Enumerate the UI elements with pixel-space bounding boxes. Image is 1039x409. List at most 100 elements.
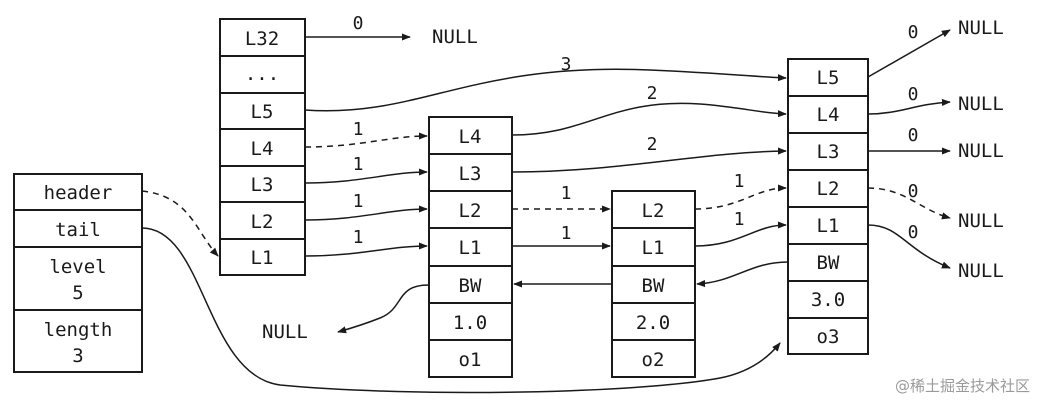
span-label-header-l1: 1 — [353, 227, 364, 248]
span-label-o3-l5: 0 — [908, 22, 919, 43]
header-level-l2 — [219, 201, 306, 240]
node-o2-score-label: 2.0 — [636, 312, 670, 334]
node-o2: L2 L1 BW 2.0 o2 — [611, 190, 696, 378]
null-header-l32: NULL — [432, 26, 478, 48]
node-o1-level-l1-label: L1 — [459, 237, 482, 259]
header-level-l3-label: L3 — [251, 174, 274, 196]
node-o1: L4 L3 L2 L1 BW 1.0 o1 — [428, 116, 513, 378]
node-o3-l5-forward-arrow — [867, 29, 951, 78]
node-o3-score — [787, 280, 869, 319]
null-labels: NULL NULL NULL NULL NULL NULL NULL — [262, 17, 1004, 343]
tail-pointer-arrow — [141, 227, 781, 394]
span-label-header-l2: 1 — [353, 191, 364, 212]
node-o3-obj-label: o3 — [817, 326, 840, 348]
node-o1-l3-forward-arrow — [511, 147, 787, 173]
header-level-ellipsis-label: ... — [245, 63, 279, 85]
node-o3-backward — [787, 243, 869, 282]
span-label-o1-l3: 2 — [647, 134, 658, 155]
tail-cell-label: tail — [55, 219, 101, 241]
node-o1-score — [428, 302, 513, 341]
node-o1-level-l2-label: L2 — [459, 200, 482, 222]
span-label-o3-l3: 0 — [908, 125, 919, 146]
node-o3-level-l5 — [787, 58, 869, 97]
node-o2-level-l2-label: L2 — [642, 200, 665, 222]
span-label-o3-l4: 0 — [908, 84, 919, 105]
header-level-l5-label: L5 — [251, 101, 274, 123]
length-cell-label: length — [44, 319, 113, 341]
level-cell-value: 5 — [72, 282, 83, 304]
span-label-header-l3: 1 — [353, 154, 364, 175]
span-label-o3-l1: 0 — [908, 222, 919, 243]
node-o1-obj — [428, 339, 513, 378]
span-label-o3-l2: 0 — [908, 181, 919, 202]
node-o2-obj — [611, 339, 696, 378]
node-o3-l1-forward-arrow — [867, 224, 951, 269]
node-o3-level-l5-label: L5 — [817, 67, 840, 89]
header-l3-forward-arrow — [304, 168, 428, 184]
node-o1-backward-arrow — [337, 284, 430, 334]
span-label-header-l4: 1 — [353, 119, 364, 140]
node-o2-backward-label: BW — [642, 275, 665, 297]
node-o2-level-l2 — [611, 190, 696, 229]
span-label-o1-l1: 1 — [561, 223, 572, 244]
length-cell — [13, 309, 143, 373]
node-o3-level-l3-label: L3 — [817, 141, 840, 163]
header-l1-forward-arrow — [304, 242, 428, 257]
span-label-header-l32: 0 — [353, 13, 364, 34]
node-o2-obj-label: o2 — [642, 349, 665, 371]
node-o2-l2-forward-arrow — [694, 184, 787, 210]
node-o3-l2-forward-arrow — [867, 187, 951, 220]
header-node: L32 ... L5 L4 L3 L2 L1 — [219, 18, 306, 276]
null-o3-l4: NULL — [958, 93, 1004, 115]
node-o2-score — [611, 302, 696, 341]
span-label-header-l5: 3 — [561, 54, 572, 75]
node-o3-level-l2 — [787, 169, 869, 208]
node-o3-level-l4-label: L4 — [817, 104, 840, 126]
node-o3-l4-forward-arrow — [867, 98, 951, 115]
node-o1-level-l4-label: L4 — [459, 126, 482, 148]
level-cell-label: level — [49, 256, 106, 278]
null-o1-backward: NULL — [262, 321, 308, 343]
header-level-l1 — [219, 238, 306, 276]
header-l5-forward-arrow — [304, 68, 787, 112]
node-o1-backward-label: BW — [459, 275, 482, 297]
node-o2-level-l1-label: L1 — [642, 237, 665, 259]
node-o3-level-l1-label: L1 — [817, 215, 840, 237]
header-l4-forward-arrow — [304, 132, 428, 148]
header-level-l4-label: L4 — [251, 138, 274, 160]
header-cell-label: header — [44, 182, 113, 204]
span-labels: 0 3 1 1 1 1 2 2 1 1 1 1 0 0 0 0 0 — [353, 13, 919, 248]
node-o1-level-l3-label: L3 — [459, 163, 482, 185]
node-o1-level-l2 — [428, 190, 513, 229]
span-label-o1-l2: 1 — [561, 183, 572, 204]
node-o1-obj-label: o1 — [459, 349, 482, 371]
span-label-o2-l1: 1 — [734, 209, 745, 230]
node-o3-level-l2-label: L2 — [817, 178, 840, 200]
node-o1-level-l4 — [428, 116, 513, 155]
header-level-l2-label: L2 — [251, 211, 274, 233]
header-level-ellipsis — [219, 55, 306, 94]
node-o1-score-label: 1.0 — [453, 312, 487, 334]
span-label-o2-l2: 1 — [734, 171, 745, 192]
null-o3-l5: NULL — [958, 17, 1004, 39]
length-cell-value: 3 — [72, 345, 83, 367]
null-o3-l3: NULL — [958, 140, 1004, 162]
header-pointer-arrow — [141, 190, 219, 257]
node-o3: L5 L4 L3 L2 L1 BW 3.0 o3 — [787, 58, 869, 355]
node-o2-level-l1 — [611, 227, 696, 267]
node-o3-obj — [787, 317, 869, 355]
skiplist-struct: header tail level 5 length 3 — [13, 173, 143, 373]
header-cell — [13, 173, 143, 211]
watermark: @稀土掘金技术社区 — [895, 377, 1030, 395]
pointer-edges — [141, 29, 951, 394]
null-o3-l2: NULL — [958, 210, 1004, 232]
header-level-l1-label: L1 — [251, 247, 274, 269]
header-level-l4 — [219, 128, 306, 167]
node-o1-l4-forward-arrow — [511, 102, 787, 136]
header-l2-forward-arrow — [304, 205, 428, 221]
node-o3-backward-label: BW — [817, 252, 840, 274]
span-label-o1-l4: 2 — [647, 83, 658, 104]
header-level-l32-label: L32 — [245, 28, 279, 50]
node-o2-l1-forward-arrow — [694, 221, 787, 247]
